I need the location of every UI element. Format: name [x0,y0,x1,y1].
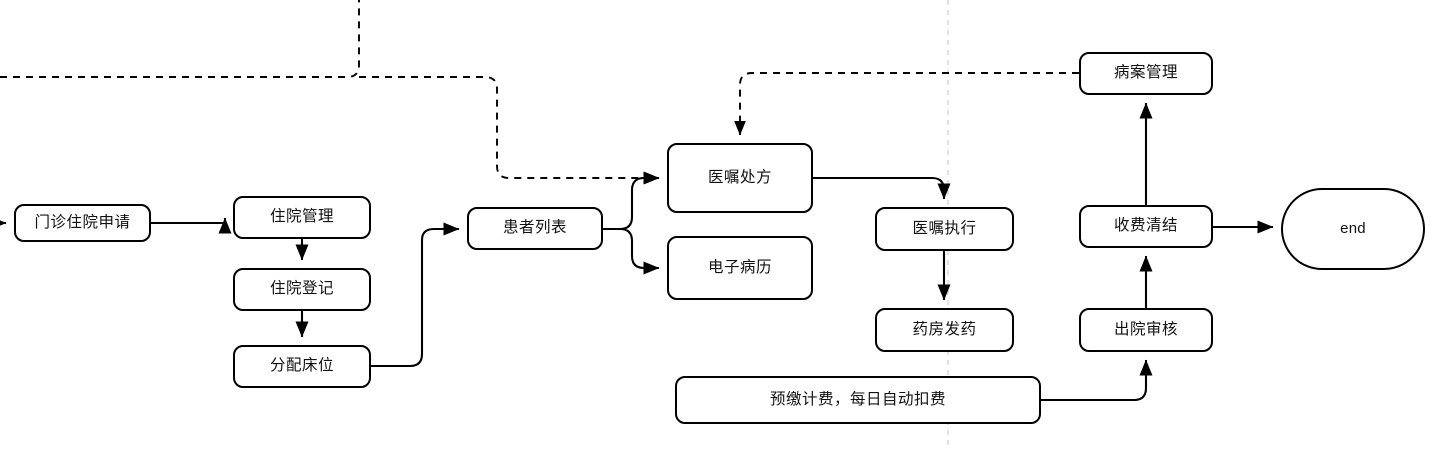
node-label: 医嘱执行 [912,219,977,237]
node-label: 患者列表 [502,219,567,237]
edge-assign-bed-to-patient-list [371,222,460,368]
edge-patient-list-to-order-rx [603,171,660,231]
node-prepay[interactable]: 预缴计费，每日自动扣费 [675,376,1041,424]
edge-order-rx-to-order-exec [813,176,951,200]
node-label: 病案管理 [1113,64,1178,82]
node-pharmacy[interactable]: 药房发药 [875,308,1014,352]
node-record-manage[interactable]: 病案管理 [1079,52,1213,95]
node-inpatient-reg[interactable]: 住院登记 [233,268,371,311]
node-outpatient-apply[interactable]: 门诊住院申请 [14,204,151,242]
node-end[interactable]: end [1281,188,1425,270]
node-label: 医嘱处方 [707,168,772,186]
node-emr[interactable]: 电子病历 [667,236,813,300]
edge-offscreen-top-to-order-rx-dashed [359,76,660,184]
edge-record-manage-to-order-rx-dashed [734,72,1079,136]
node-inpatient-manage[interactable]: 住院管理 [233,196,371,239]
node-label: 电子病历 [707,258,772,276]
edge-outpatient-apply-to-inpatient-manage [151,217,232,234]
node-label: 收费清结 [1113,217,1178,235]
node-assign-bed[interactable]: 分配床位 [233,345,371,388]
node-label: 住院管理 [269,208,334,226]
node-label: 药房发药 [912,320,977,338]
node-billing[interactable]: 收费清结 [1079,205,1213,248]
node-label: end [1340,220,1366,237]
node-order-rx[interactable]: 医嘱处方 [667,143,813,213]
node-patient-list[interactable]: 患者列表 [467,207,603,250]
node-label: 出院审核 [1113,320,1178,338]
edge-prepay-to-discharge-audit [1041,359,1153,402]
node-discharge-audit[interactable]: 出院审核 [1079,308,1213,352]
edge-offscreen-left-top-dashed [0,0,360,78]
node-label: 预缴计费，每日自动扣费 [769,390,946,408]
edge-patient-list-to-emr [603,227,660,275]
node-label: 分配床位 [269,357,334,375]
node-label: 门诊住院申请 [34,213,131,231]
node-label: 住院登记 [269,280,334,298]
node-order-exec[interactable]: 医嘱执行 [875,207,1014,251]
